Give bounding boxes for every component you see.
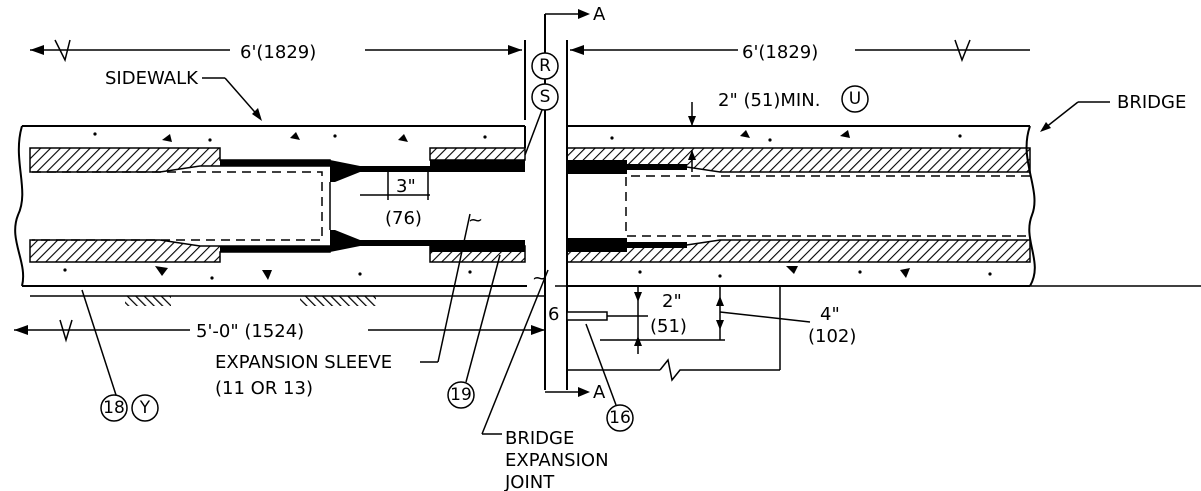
callout-y: Y bbox=[139, 398, 151, 418]
block-inner-metric: (51) bbox=[650, 316, 687, 337]
block-outer-dimension: 4" bbox=[820, 304, 840, 325]
expansion-sleeve-ref: (11 OR 13) bbox=[215, 378, 313, 399]
bej-label-line3: JOINT bbox=[504, 472, 555, 491]
right-length-dimension: 6'(1829) bbox=[742, 42, 818, 63]
min-cover-callout: 2" (51)MIN. U bbox=[688, 85, 869, 172]
sidewalk-callout: SIDEWALK bbox=[105, 68, 262, 121]
concrete-aggregate bbox=[63, 130, 992, 280]
bej-label-line2: EXPANSION bbox=[505, 450, 609, 471]
callout-19: 19 bbox=[447, 254, 501, 409]
dimension-block: 2" (51) 4" (102) 6 bbox=[548, 286, 856, 354]
section-marker-top: A bbox=[545, 4, 606, 25]
dimension-sleeve-gap: 3" (76) ~ bbox=[360, 172, 483, 231]
dimension-spacing: 5'-0" (1524) bbox=[14, 319, 545, 343]
sidewalk-slab bbox=[14, 125, 527, 287]
bridge-expansion-joint-callout: BRIDGE EXPANSION JOINT ~ bbox=[481, 268, 609, 491]
callout-16-text: 16 bbox=[609, 408, 631, 428]
bej-label-line1: BRIDGE bbox=[505, 428, 574, 449]
inner-conduit bbox=[32, 171, 1030, 241]
callout-u: U bbox=[849, 89, 861, 109]
section-a-top-label: A bbox=[593, 4, 606, 25]
min-cover-dimension: 2" (51)MIN. bbox=[718, 90, 820, 111]
sidewalk-label: SIDEWALK bbox=[105, 68, 199, 89]
dimension-left-length: 6'(1829) bbox=[30, 39, 522, 63]
expansion-sleeve bbox=[220, 160, 687, 252]
expansion-sleeve-label: EXPANSION SLEEVE bbox=[215, 352, 392, 373]
callout-r: R bbox=[539, 56, 551, 76]
sleeve-gap-metric: (76) bbox=[385, 208, 422, 229]
ground-base bbox=[30, 295, 545, 306]
callout-16: 16 bbox=[585, 323, 634, 432]
block-outer-metric: (102) bbox=[808, 326, 856, 347]
callout-s: S bbox=[540, 87, 551, 107]
callout-r-s: R S bbox=[524, 52, 559, 156]
dimension-right-length: 6'(1829) bbox=[570, 39, 1030, 63]
sleeve-gap-dimension: 3" bbox=[396, 176, 416, 197]
block-inner-dimension: 2" bbox=[662, 291, 682, 312]
bridge-expansion-joint bbox=[524, 14, 1201, 390]
sleeve-break-symbol: ~ bbox=[468, 210, 483, 231]
spacing-dimension: 5'-0" (1524) bbox=[196, 321, 304, 342]
callout-18: 18 bbox=[103, 398, 125, 418]
expansion-sleeve-callout: EXPANSION SLEEVE (11 OR 13) bbox=[215, 213, 471, 399]
callout-19-text: 19 bbox=[450, 385, 472, 405]
section-a-bottom-label: A bbox=[593, 382, 606, 403]
joint-break-symbol: 6 bbox=[548, 304, 559, 325]
left-length-dimension: 6'(1829) bbox=[240, 42, 316, 63]
bridge-callout: BRIDGE bbox=[1040, 92, 1186, 132]
section-marker-bottom: A bbox=[545, 382, 606, 403]
callout-18-y: 18 Y bbox=[81, 289, 159, 422]
bridge-label: BRIDGE bbox=[1117, 92, 1186, 113]
joint-break-tilde: ~ bbox=[532, 268, 547, 289]
